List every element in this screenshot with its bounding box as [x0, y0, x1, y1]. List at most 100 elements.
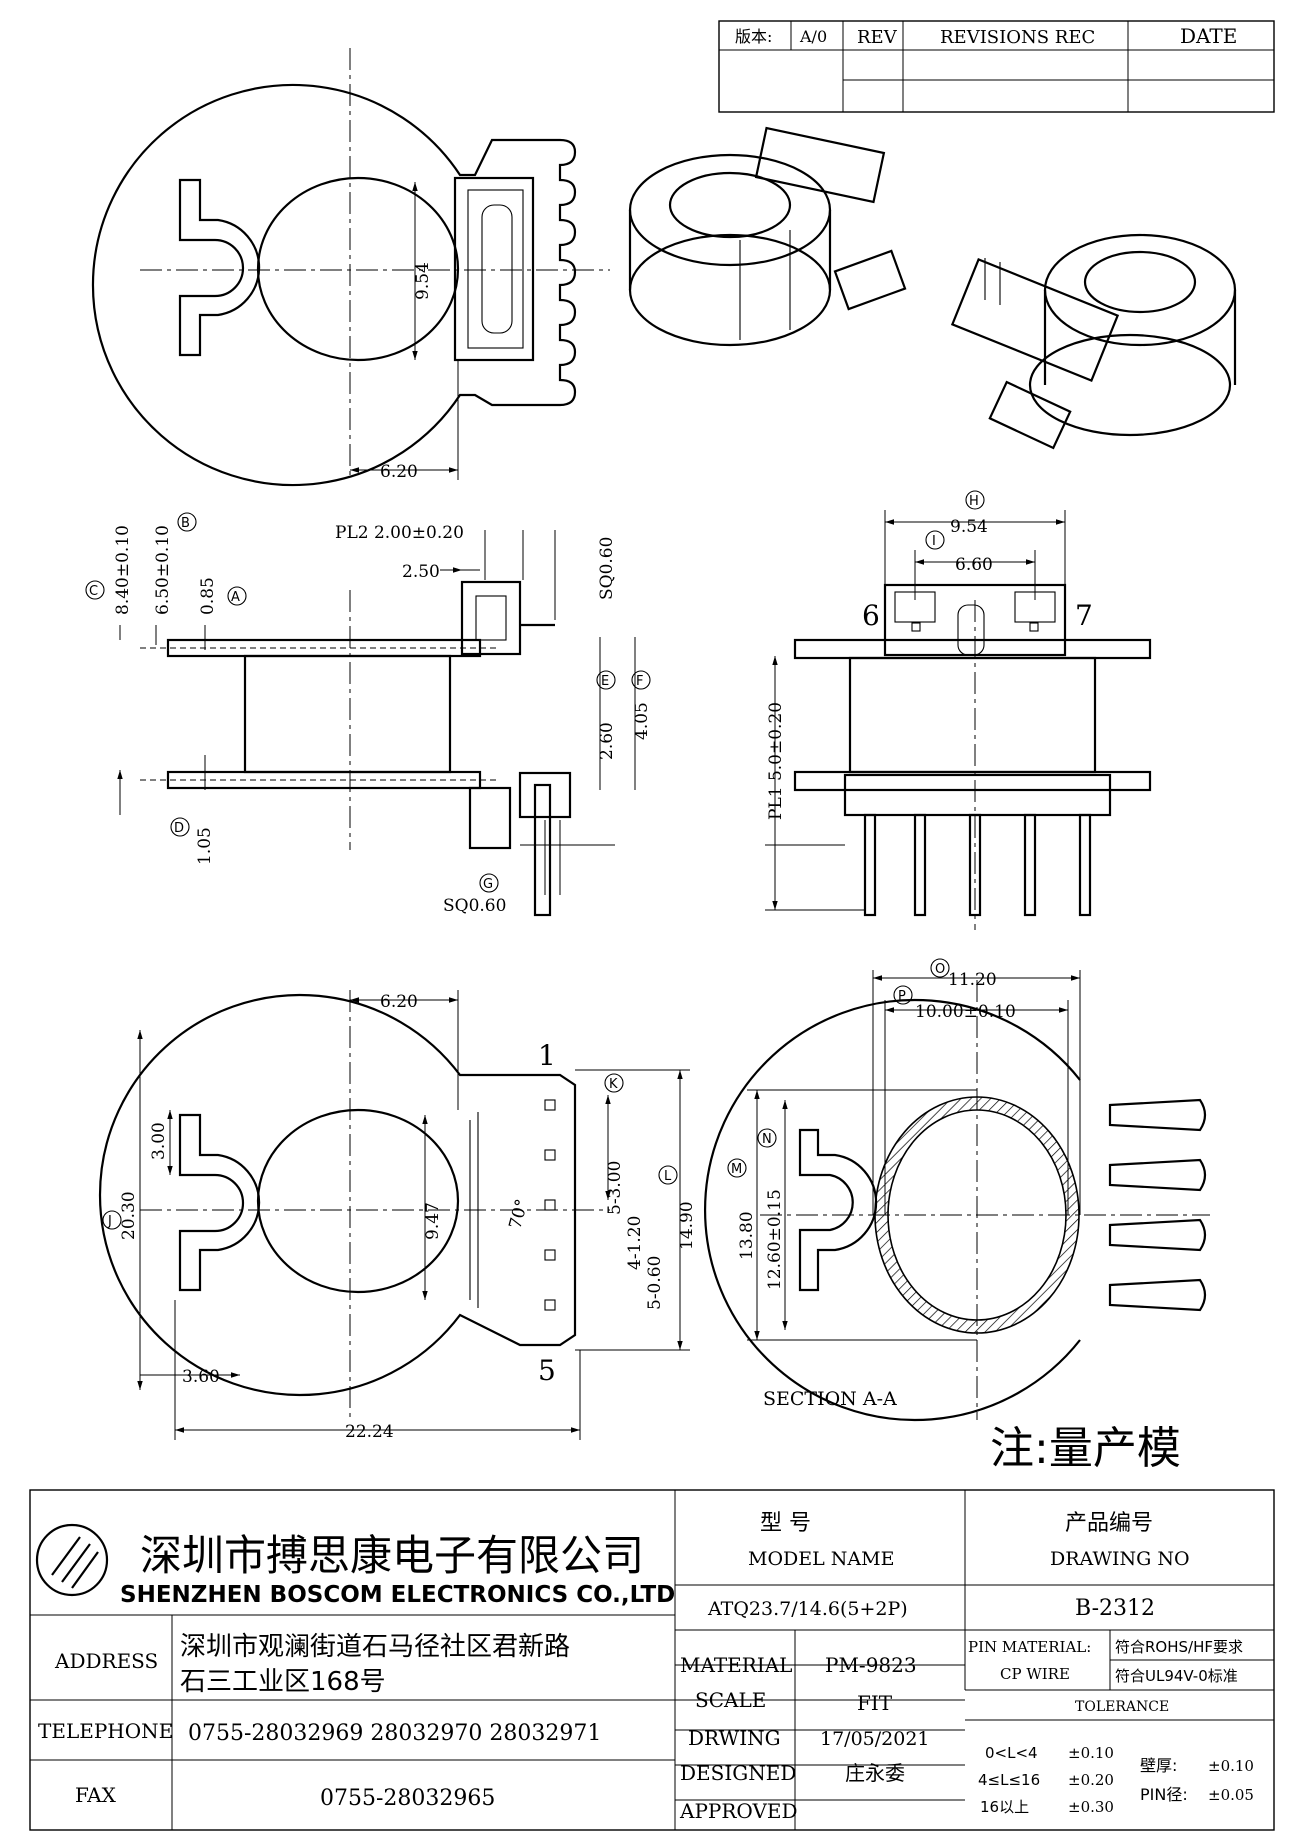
top-view: 9.54 6.20	[91, 48, 610, 487]
side-dim-c: 8.40±0.10	[113, 525, 133, 615]
bottom-pin-5: 5	[538, 1354, 556, 1387]
material-value: PM-9823	[825, 1653, 917, 1677]
telephone-label: TELEPHONE	[38, 1719, 173, 1743]
tol-range-3: 16以上	[980, 1798, 1029, 1816]
date-header: DATE	[1180, 24, 1237, 48]
material-label: MATERIAL	[680, 1653, 792, 1677]
address-line-2: 石三工业区168号	[180, 1667, 386, 1697]
side-dim-f: 4.05	[632, 702, 652, 740]
production-note: 注:量产模	[990, 1423, 1181, 1474]
svg-text:J: J	[107, 1214, 112, 1229]
side-dim-pl2: PL2 2.00±0.20	[335, 523, 464, 543]
callout-f: F	[631, 670, 651, 690]
wall-thickness-label: 壁厚:	[1140, 1756, 1177, 1775]
side-dim-e: 2.60	[597, 722, 617, 760]
scale-value: FIT	[857, 1691, 893, 1715]
svg-text:D: D	[174, 821, 184, 836]
section-view: 11.20 10.00±0.10 O P 13.80 12.60±0.15 M …	[704, 958, 1210, 1422]
svg-text:O: O	[935, 962, 945, 977]
bottom-pin-1: 1	[538, 1039, 556, 1072]
revisions-header: REVISIONS REC	[940, 27, 1095, 48]
ul-compliance: 符合UL94V-0标准	[1115, 1667, 1238, 1685]
bottom-dim-6-20: 6.20	[380, 992, 418, 1012]
section-dim-n: 12.60±0.15	[765, 1189, 785, 1290]
front-view: 9.54 6.60 H I 6 7 PL1 5.0±0.20	[765, 490, 1152, 930]
section-dim-p: 10.00±0.10	[915, 1002, 1016, 1022]
bottom-dim-3-60: 3.60	[182, 1367, 220, 1387]
svg-text:M: M	[731, 1162, 742, 1177]
telephone-value: 0755-28032969 28032970 28032971	[188, 1721, 601, 1746]
tol-value-1: ±0.10	[1068, 1744, 1114, 1762]
top-dim-6-20: 6.20	[380, 462, 418, 482]
drawing-label: DRWING	[688, 1726, 781, 1750]
approved-label: APPROVED	[679, 1799, 798, 1823]
callout-d: D	[170, 817, 190, 837]
bottom-dim-0-60: 5-0.60	[645, 1256, 665, 1310]
version-label: 版本:	[735, 27, 772, 46]
pin-material-label: PIN MATERIAL:	[968, 1638, 1091, 1656]
front-dim-i: 6.60	[955, 555, 993, 575]
tol-range-2: 4≤L≤16	[978, 1771, 1040, 1789]
callout-j: J	[102, 1210, 122, 1230]
revision-block: 版本: A/0 REV REVISIONS REC DATE	[718, 20, 1275, 113]
section-dim-o: 11.20	[948, 970, 997, 990]
svg-text:C: C	[89, 584, 98, 599]
svg-text:I: I	[932, 534, 936, 549]
fax-label: FAX	[75, 1783, 117, 1807]
side-dim-d: 1.05	[195, 827, 215, 865]
designed-label: DESIGNED	[680, 1761, 796, 1785]
section-dim-m: 13.80	[737, 1211, 757, 1260]
tol-value-2: ±0.20	[1068, 1771, 1114, 1789]
side-dim-a: 0.85	[198, 577, 218, 615]
svg-text:E: E	[601, 674, 609, 689]
pin-material-value: CP WIRE	[1000, 1665, 1070, 1683]
version-value: A/0	[799, 27, 827, 46]
callout-e: E	[596, 670, 616, 690]
bottom-pin-slots	[544, 1099, 556, 1311]
designed-value: 庄永委	[845, 1761, 905, 1785]
model-value: ATQ23.7/14.6(5+2P)	[707, 1598, 908, 1620]
company-name-cn: 深圳市搏思康电子有限公司	[140, 1531, 644, 1580]
drawing-date: 17/05/2021	[820, 1728, 930, 1750]
bottom-dim-22-24: 22.24	[345, 1422, 394, 1442]
address-label: ADDRESS	[54, 1649, 158, 1673]
drawing-no-value: B-2312	[1075, 1596, 1155, 1621]
company-name-en: SHENZHEN BOSCOM ELECTRONICS CO.,LTD	[120, 1582, 675, 1608]
side-view: PL2 2.00±0.20 2.50 SQ0.60 8.40±0.10 6.50…	[85, 512, 652, 917]
side-dim-2-50: 2.50	[402, 562, 440, 582]
bottom-dim-9-47: 9.47	[423, 1202, 443, 1240]
wall-thickness-value: ±0.10	[1208, 1757, 1254, 1775]
side-dim-b: 6.50±0.10	[153, 525, 173, 615]
callout-p: P	[893, 985, 913, 1005]
section-caption: SECTION A-A	[763, 1388, 897, 1410]
callout-o: O	[930, 958, 950, 978]
top-dim-9-54: 9.54	[413, 262, 433, 300]
front-dim-h: 9.54	[950, 517, 988, 537]
model-label-cn: 型 号	[760, 1511, 811, 1536]
section-fins	[1108, 1098, 1207, 1312]
bottom-dim-20-30: 20.30	[119, 1191, 139, 1240]
callout-m: M	[727, 1158, 747, 1178]
pin-diameter-value: ±0.05	[1208, 1786, 1254, 1804]
bottom-angle: 70°	[506, 1197, 533, 1231]
isometric-view-1	[628, 126, 907, 347]
callout-h: H	[965, 490, 985, 510]
callout-i: I	[925, 530, 945, 550]
rohs-compliance: 符合ROHS/HF要求	[1115, 1638, 1243, 1656]
fax-value: 0755-28032965	[320, 1786, 495, 1811]
tol-range-1: 0<L<4	[985, 1744, 1038, 1762]
title-block: 深圳市搏思康电子有限公司 SHENZHEN BOSCOM ELECTRONICS…	[29, 1489, 1275, 1831]
callout-n: N	[757, 1128, 777, 1148]
svg-text:A: A	[231, 590, 240, 605]
tolerance-label: TOLERANCE	[1075, 1699, 1169, 1715]
side-dim-sq-top: SQ0.60	[597, 537, 617, 600]
bottom-dim-l: 14.90	[677, 1201, 697, 1250]
svg-text:N: N	[762, 1132, 772, 1147]
svg-text:P: P	[898, 989, 906, 1004]
callout-g: G	[479, 873, 499, 893]
bottom-dim-1-20: 4-1.20	[625, 1216, 645, 1270]
drawing-no-label-cn: 产品编号	[1065, 1511, 1153, 1536]
svg-text:K: K	[609, 1077, 618, 1092]
